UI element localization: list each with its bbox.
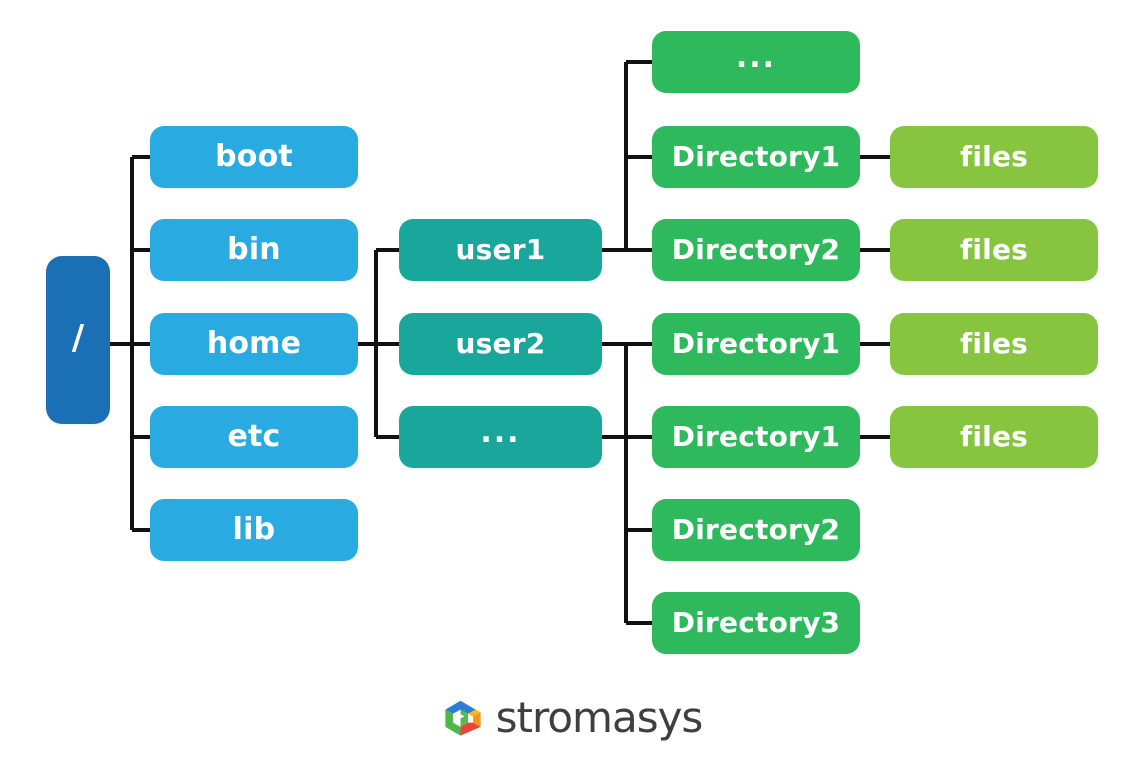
- node-user-ellipsis[interactable]: ...: [399, 406, 602, 468]
- node-user2-label: user2: [455, 327, 546, 360]
- node-user2[interactable]: user2: [399, 313, 602, 375]
- node-home[interactable]: home: [150, 313, 358, 375]
- node-files-1[interactable]: files: [890, 126, 1098, 188]
- node-directory1-b[interactable]: Directory1: [652, 313, 860, 375]
- footer-brand: stromasys: [0, 690, 1144, 746]
- node-files-4[interactable]: files: [890, 406, 1098, 468]
- node-directory1-a-label: Directory1: [671, 140, 841, 173]
- node-directory1-a[interactable]: Directory1: [652, 126, 860, 188]
- node-directory1-c[interactable]: Directory1: [652, 406, 860, 468]
- node-user1[interactable]: user1: [399, 219, 602, 281]
- node-directory3-c[interactable]: Directory3: [652, 592, 860, 654]
- node-boot[interactable]: boot: [150, 126, 358, 188]
- node-user-ellipsis-label: ...: [480, 415, 521, 450]
- node-files-2[interactable]: files: [890, 219, 1098, 281]
- node-etc-label: etc: [227, 419, 281, 454]
- stromasys-pinwheel-logo-icon: [445, 700, 481, 736]
- node-files-1-label: files: [959, 140, 1029, 173]
- node-directory-ellipsis[interactable]: ...: [652, 31, 860, 93]
- node-root[interactable]: /: [46, 256, 110, 424]
- node-bin[interactable]: bin: [150, 219, 358, 281]
- node-files-3[interactable]: files: [890, 313, 1098, 375]
- node-directory3-c-label: Directory3: [671, 606, 841, 639]
- node-home-label: home: [206, 326, 302, 361]
- node-files-3-label: files: [959, 327, 1029, 360]
- node-bin-label: bin: [227, 232, 281, 267]
- node-directory2-c-label: Directory2: [671, 513, 841, 546]
- brand-wordmark: stromasys: [495, 693, 704, 742]
- node-directory2-a[interactable]: Directory2: [652, 219, 860, 281]
- node-directory2-c[interactable]: Directory2: [652, 499, 860, 561]
- node-directory2-a-label: Directory2: [671, 233, 841, 266]
- node-boot-label: boot: [215, 139, 293, 174]
- node-user1-label: user1: [455, 233, 546, 266]
- node-lib-label: lib: [232, 512, 276, 547]
- node-files-4-label: files: [959, 420, 1029, 453]
- node-directory1-b-label: Directory1: [671, 327, 841, 360]
- node-lib[interactable]: lib: [150, 499, 358, 561]
- node-directory-ellipsis-label: ...: [735, 40, 777, 75]
- node-etc[interactable]: etc: [150, 406, 358, 468]
- node-directory1-c-label: Directory1: [671, 420, 841, 453]
- node-root-label: /: [71, 318, 85, 358]
- node-files-2-label: files: [959, 233, 1029, 266]
